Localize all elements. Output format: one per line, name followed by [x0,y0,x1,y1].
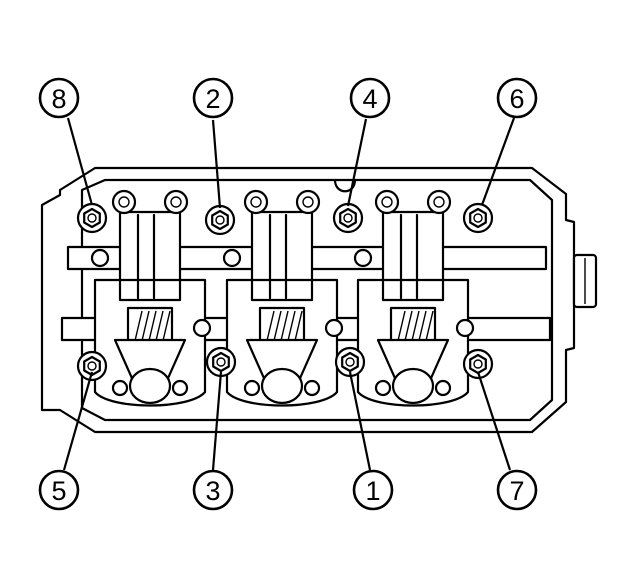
callout-label-1: 1 [365,476,380,506]
callout-label-3: 3 [205,476,220,506]
rocker-arm-groups [90,189,475,407]
callout-label-7: 7 [509,476,524,506]
leader-7 [476,371,512,471]
callout-5: 5 [38,469,80,511]
callout-7: 7 [496,469,538,511]
callout-label-5: 5 [51,476,66,506]
callout-label-6: 6 [509,84,524,114]
head-bolt [462,202,494,234]
callout-label-4: 4 [362,84,377,114]
head-bolt [332,202,364,234]
callout-label-8: 8 [51,84,66,114]
rocker-group-2 [222,189,344,407]
leader-1 [348,371,372,471]
head-bolt [205,346,237,378]
leader-8 [66,117,94,206]
leader-4 [346,118,368,207]
callout-3: 3 [192,469,234,511]
callout-label-2: 2 [205,84,220,114]
callout-6: 6 [496,77,538,119]
head-bolt [76,202,108,234]
head-bolts [76,202,494,382]
leader-3 [211,371,223,471]
head-bolt [334,346,366,378]
leader-2 [211,119,222,209]
inner-rail-outline [80,178,554,422]
head-bolt [204,204,236,236]
head-bolt [76,350,108,382]
callout-4: 4 [349,77,391,119]
leader-5 [62,371,94,471]
callout-8: 8 [38,77,80,119]
callout-2: 2 [192,77,234,119]
callout-1: 1 [352,469,394,511]
rocker-group-3 [353,189,475,407]
leader-6 [480,117,516,206]
rocker-group-1 [90,189,212,407]
